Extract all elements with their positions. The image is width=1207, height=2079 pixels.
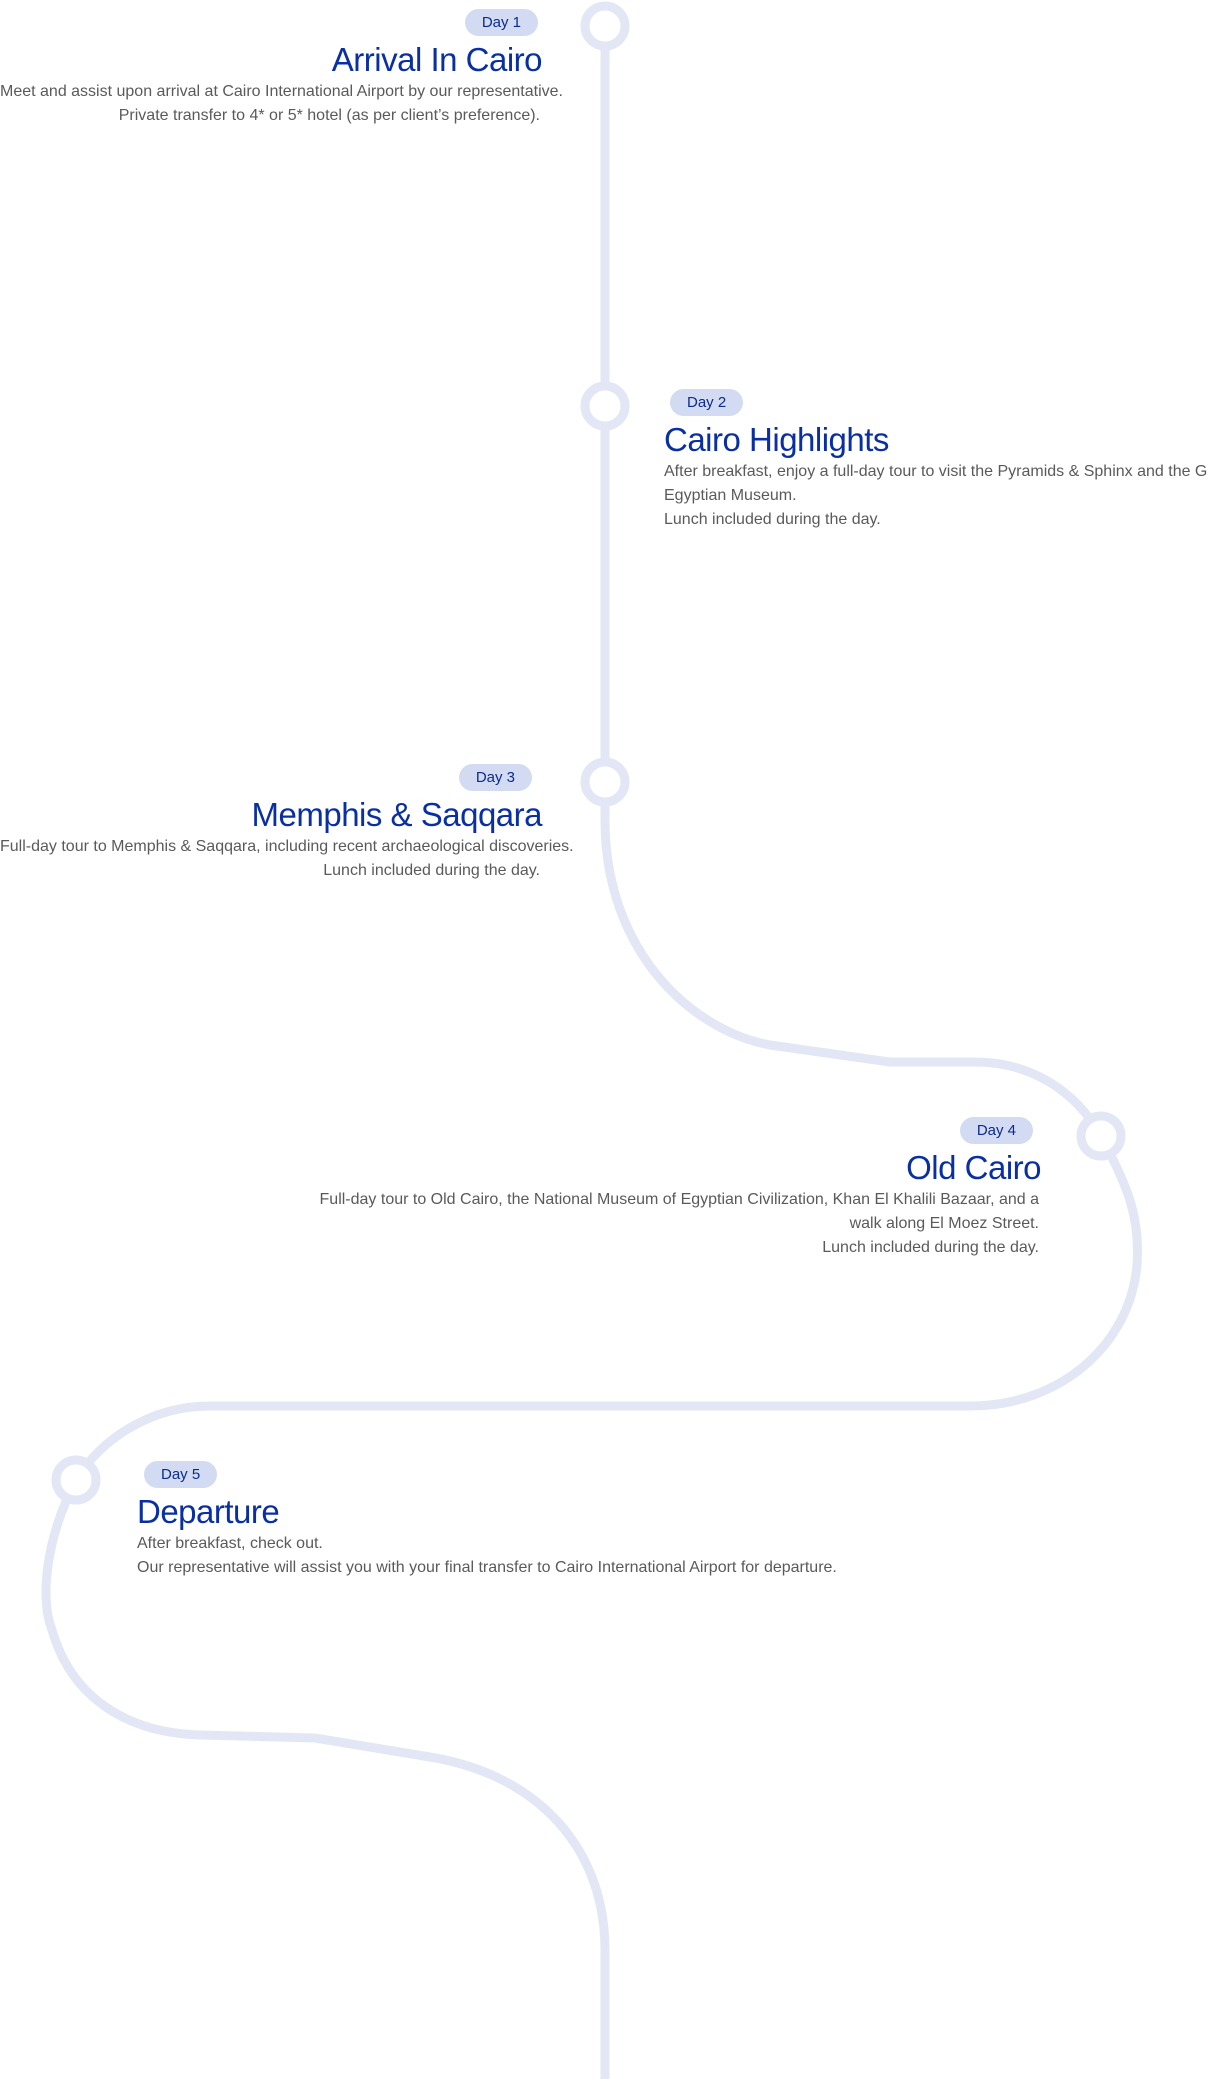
day-description: Meet and assist upon arrival at Cairo In…: [0, 80, 563, 128]
day-description: After breakfast, enjoy a full-day tour t…: [664, 460, 1207, 532]
day-badge: Day 4: [959, 1117, 1033, 1144]
day-badge: Day 3: [458, 764, 532, 791]
timeline-node-day-3: [580, 757, 630, 807]
timeline-node-day-2: [580, 381, 630, 431]
description-line: Lunch included during the day.: [664, 511, 881, 528]
day-4-item: Day 4 Old Cairo Full-day tour to Old Cai…: [300, 1117, 1042, 1260]
description-line: Full-day tour to Old Cairo, the National…: [319, 1191, 1039, 1208]
day-description: After breakfast, check out. Our represen…: [137, 1532, 837, 1580]
description-line: Lunch included during the day.: [822, 1239, 1039, 1256]
timeline-node-day-4: [1076, 1111, 1126, 1161]
description-line: Private transfer to 4* or 5* hotel (as p…: [118, 107, 540, 124]
timeline-node-day-1: [580, 1, 630, 51]
day-1-item: Day 1 Arrival In Cairo Meet and assist u…: [0, 9, 563, 128]
day-description: Full-day tour to Old Cairo, the National…: [300, 1188, 1039, 1260]
description-line: After breakfast, enjoy a full-day tour t…: [664, 463, 1207, 480]
day-title: Cairo Highlights: [664, 421, 889, 458]
day-badge: Day 1: [464, 9, 538, 36]
description-line: Full-day tour to Memphis & Saqqara, incl…: [0, 838, 574, 855]
description-line: Meet and assist upon arrival at Cairo In…: [0, 83, 563, 100]
day-3-item: Day 3 Memphis & Saqqara Full-day tour to…: [0, 764, 574, 883]
day-title: Arrival In Cairo: [331, 41, 543, 78]
day-description: Full-day tour to Memphis & Saqqara, incl…: [0, 835, 574, 883]
day-badge: Day 5: [144, 1461, 218, 1488]
day-title: Departure: [137, 1493, 280, 1530]
description-line: walk along El Moez Street.: [849, 1215, 1039, 1232]
timeline-line: [41, 21, 1142, 2079]
day-title: Old Cairo: [906, 1149, 1041, 1186]
timeline-node-day-5: [51, 1455, 101, 1505]
day-5-item: Day 5 Departure After breakfast, check o…: [137, 1461, 837, 1580]
day-2-item: Day 2 Cairo Highlights After breakfast, …: [664, 389, 1207, 532]
day-title: Memphis & Saqqara: [251, 796, 543, 833]
day-badge: Day 2: [670, 389, 744, 416]
description-line: After breakfast, check out.: [137, 1535, 323, 1552]
description-line: Egyptian Museum.: [664, 487, 797, 504]
description-line: Our representative will assist you with …: [137, 1559, 837, 1576]
description-line: Lunch included during the day.: [323, 862, 540, 879]
